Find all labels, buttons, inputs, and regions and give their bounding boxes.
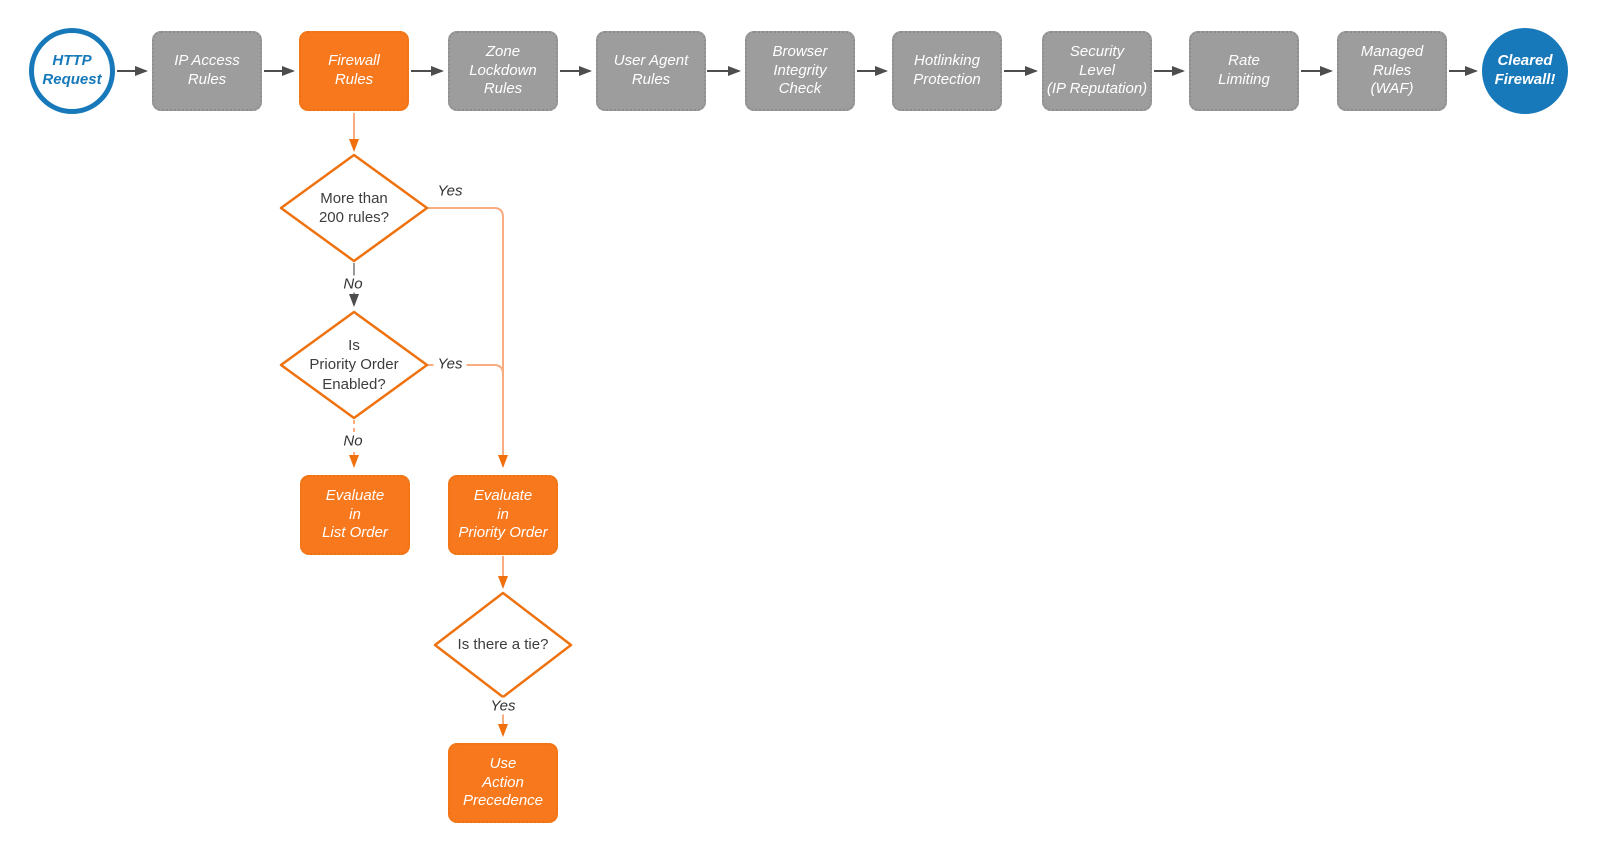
pipeline-box-label: User Agent Rules [613,52,689,88]
pipeline-box-user-agent-rules: User Agent Rules [596,31,706,111]
pipeline-box-rate-limiting: Rate Limiting [1189,31,1299,111]
edge-priority-yes [427,364,504,375]
pipeline-box-label: Hotlinking Protection [913,52,981,88]
decision-label: Is there a tie? [457,636,549,654]
edge-more-rules-yes [427,207,508,468]
decision-more-rules: More than 200 rules? [281,155,427,261]
start-node-http-request: HTTP Request [29,28,115,114]
start-node-label: HTTP Request [42,52,102,88]
action-box-label: Evaluate in Priority Order [458,486,548,542]
pipeline-box-ip-access-rules: IP Access Rules [152,31,262,111]
decision-priority-enabled: Is Priority Order Enabled? [281,312,427,418]
pipeline-box-label: Managed Rules (WAF) [1360,42,1424,98]
pipeline-box-browser-integrity-check: Browser Integrity Check [745,31,855,111]
decision-priority-enabled-shape [279,310,429,420]
pipeline-box-hotlinking-protection: Hotlinking Protection [892,31,1002,111]
action-box-evaluate-priority-order: Evaluate in Priority Order [448,475,558,555]
pipeline-box-firewall-rules: Firewall Rules [299,31,409,111]
action-box-label: Evaluate in List Order [322,486,388,542]
pipeline-box-zone-lockdown-rules: Zone Lockdown Rules [448,31,558,111]
edge-label-more-rules-no: No [339,275,367,293]
edge-label-priority-yes: Yes [433,355,467,373]
decision-more-rules-shape [279,153,429,263]
end-node-label: Cleared Firewall! [1494,52,1556,88]
decision-label: More than 200 rules? [318,189,390,227]
pipeline-box-label: Browser Integrity Check [772,42,828,98]
pipeline-box-managed-rules-waf: Managed Rules (WAF) [1337,31,1447,111]
action-box-label: Use Action Precedence [462,754,544,810]
edge-label-more-rules-yes: Yes [433,182,467,200]
decision-tie-shape [433,591,573,699]
pipeline-box-security-level: Security Level (IP Reputation) [1042,31,1152,111]
pipeline-box-label: Security Level (IP Reputation) [1046,42,1148,98]
edge-label-tie-yes: Yes [486,697,520,715]
action-box-use-action-precedence: Use Action Precedence [448,743,558,823]
edge-label-priority-no: No [339,432,367,450]
decision-label: Is Priority Order Enabled? [309,336,399,393]
end-node-cleared-firewall: Cleared Firewall! [1482,28,1568,114]
pipeline-box-label: Rate Limiting [1218,52,1270,88]
pipeline-box-label: IP Access Rules [174,52,240,88]
decision-tie: Is there a tie? [435,593,571,697]
pipeline-box-label: Zone Lockdown Rules [469,42,537,98]
pipeline-box-label: Firewall Rules [328,52,380,88]
action-box-evaluate-list-order: Evaluate in List Order [300,475,410,555]
